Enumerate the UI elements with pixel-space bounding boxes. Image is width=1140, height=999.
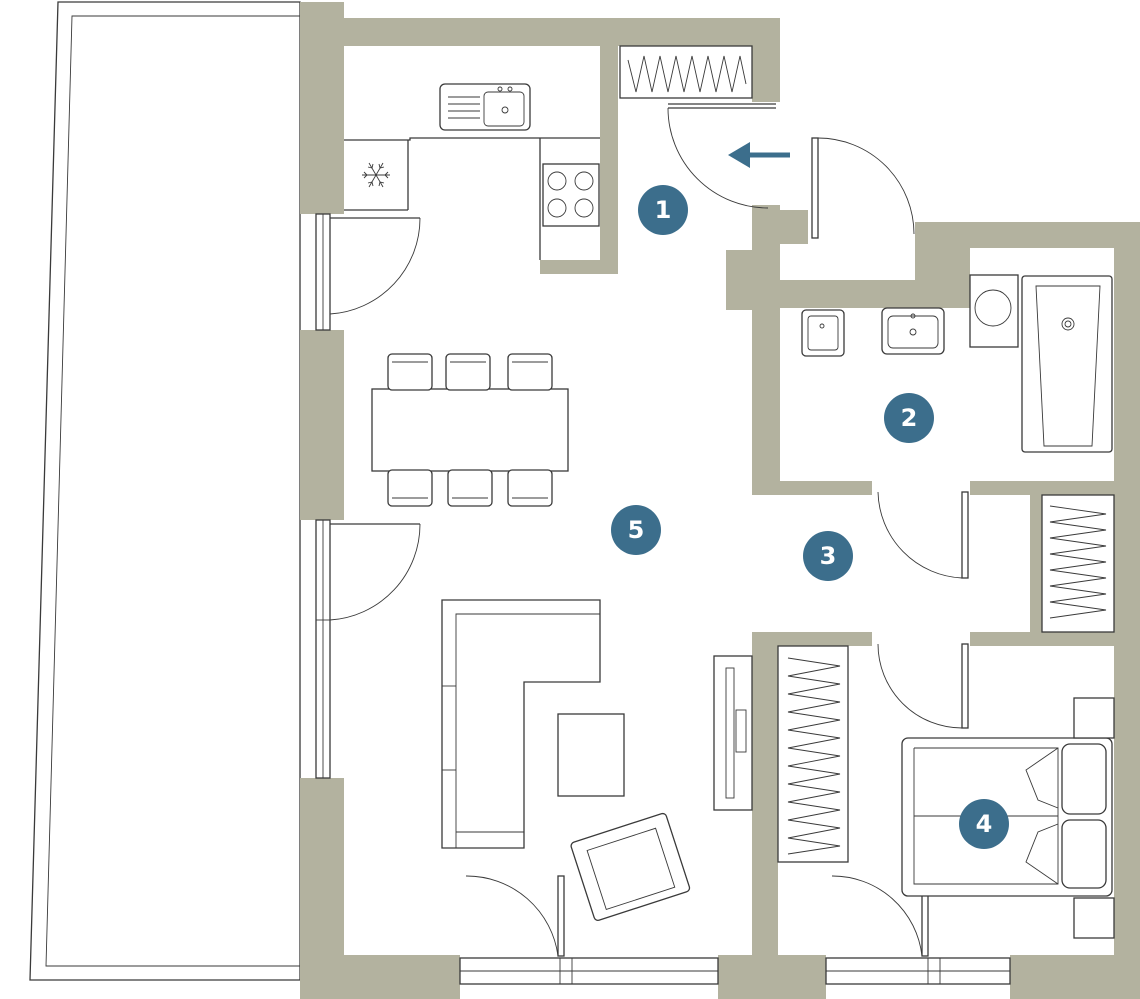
entry-wardrobe	[619, 45, 753, 99]
door-bedroom	[877, 643, 969, 729]
bedroom-wardrobe	[777, 645, 849, 863]
room-badge-2: 2	[884, 393, 934, 443]
kitchen	[344, 83, 600, 260]
balcony	[29, 1, 301, 981]
window-bottom-living	[459, 957, 719, 985]
armchair	[570, 812, 691, 922]
window-left-upper	[315, 213, 331, 331]
doors	[329, 103, 969, 957]
room-badge-5: 5	[611, 505, 661, 555]
svg-text:2: 2	[901, 404, 918, 432]
windows	[315, 213, 1011, 985]
nightstand-top	[1073, 697, 1115, 739]
nightstand-bottom	[1073, 897, 1115, 939]
living-furniture	[441, 599, 753, 922]
svg-text:1: 1	[655, 196, 672, 224]
coffee-table	[557, 713, 625, 797]
arrow-left-icon	[728, 142, 790, 168]
room-badge-4: 4	[959, 799, 1009, 849]
toilet	[801, 309, 845, 357]
window-left-lower	[315, 519, 331, 779]
svg-text:4: 4	[976, 810, 993, 838]
washing-machine	[969, 274, 1019, 348]
cooktop	[542, 163, 600, 227]
bedroom-furniture	[777, 645, 1115, 939]
room-badge-3: 3	[803, 531, 853, 581]
sofa	[441, 599, 601, 849]
door-balcony-lower	[329, 523, 421, 621]
bathtub	[1021, 275, 1113, 453]
snowflake-icon	[362, 162, 390, 188]
dining-set	[371, 353, 569, 507]
walls	[300, 2, 1140, 999]
svg-text:5: 5	[628, 516, 645, 544]
window-bottom-bedroom	[825, 957, 1011, 985]
chairs-top	[387, 353, 553, 391]
chairs-bottom	[387, 469, 553, 507]
hall-wardrobe	[1041, 494, 1115, 633]
tv-unit	[713, 655, 753, 811]
door-balcony-upper	[329, 217, 421, 315]
bathroom-fixtures	[801, 274, 1113, 453]
room-badge-1: 1	[638, 185, 688, 235]
svg-text:3: 3	[820, 542, 837, 570]
door-entrance	[667, 103, 776, 209]
washbasin	[881, 307, 945, 355]
door-bathroom	[877, 491, 969, 579]
door-entry-right	[811, 137, 915, 239]
door-living-bottom	[465, 875, 565, 957]
kitchen-sink	[439, 83, 531, 131]
